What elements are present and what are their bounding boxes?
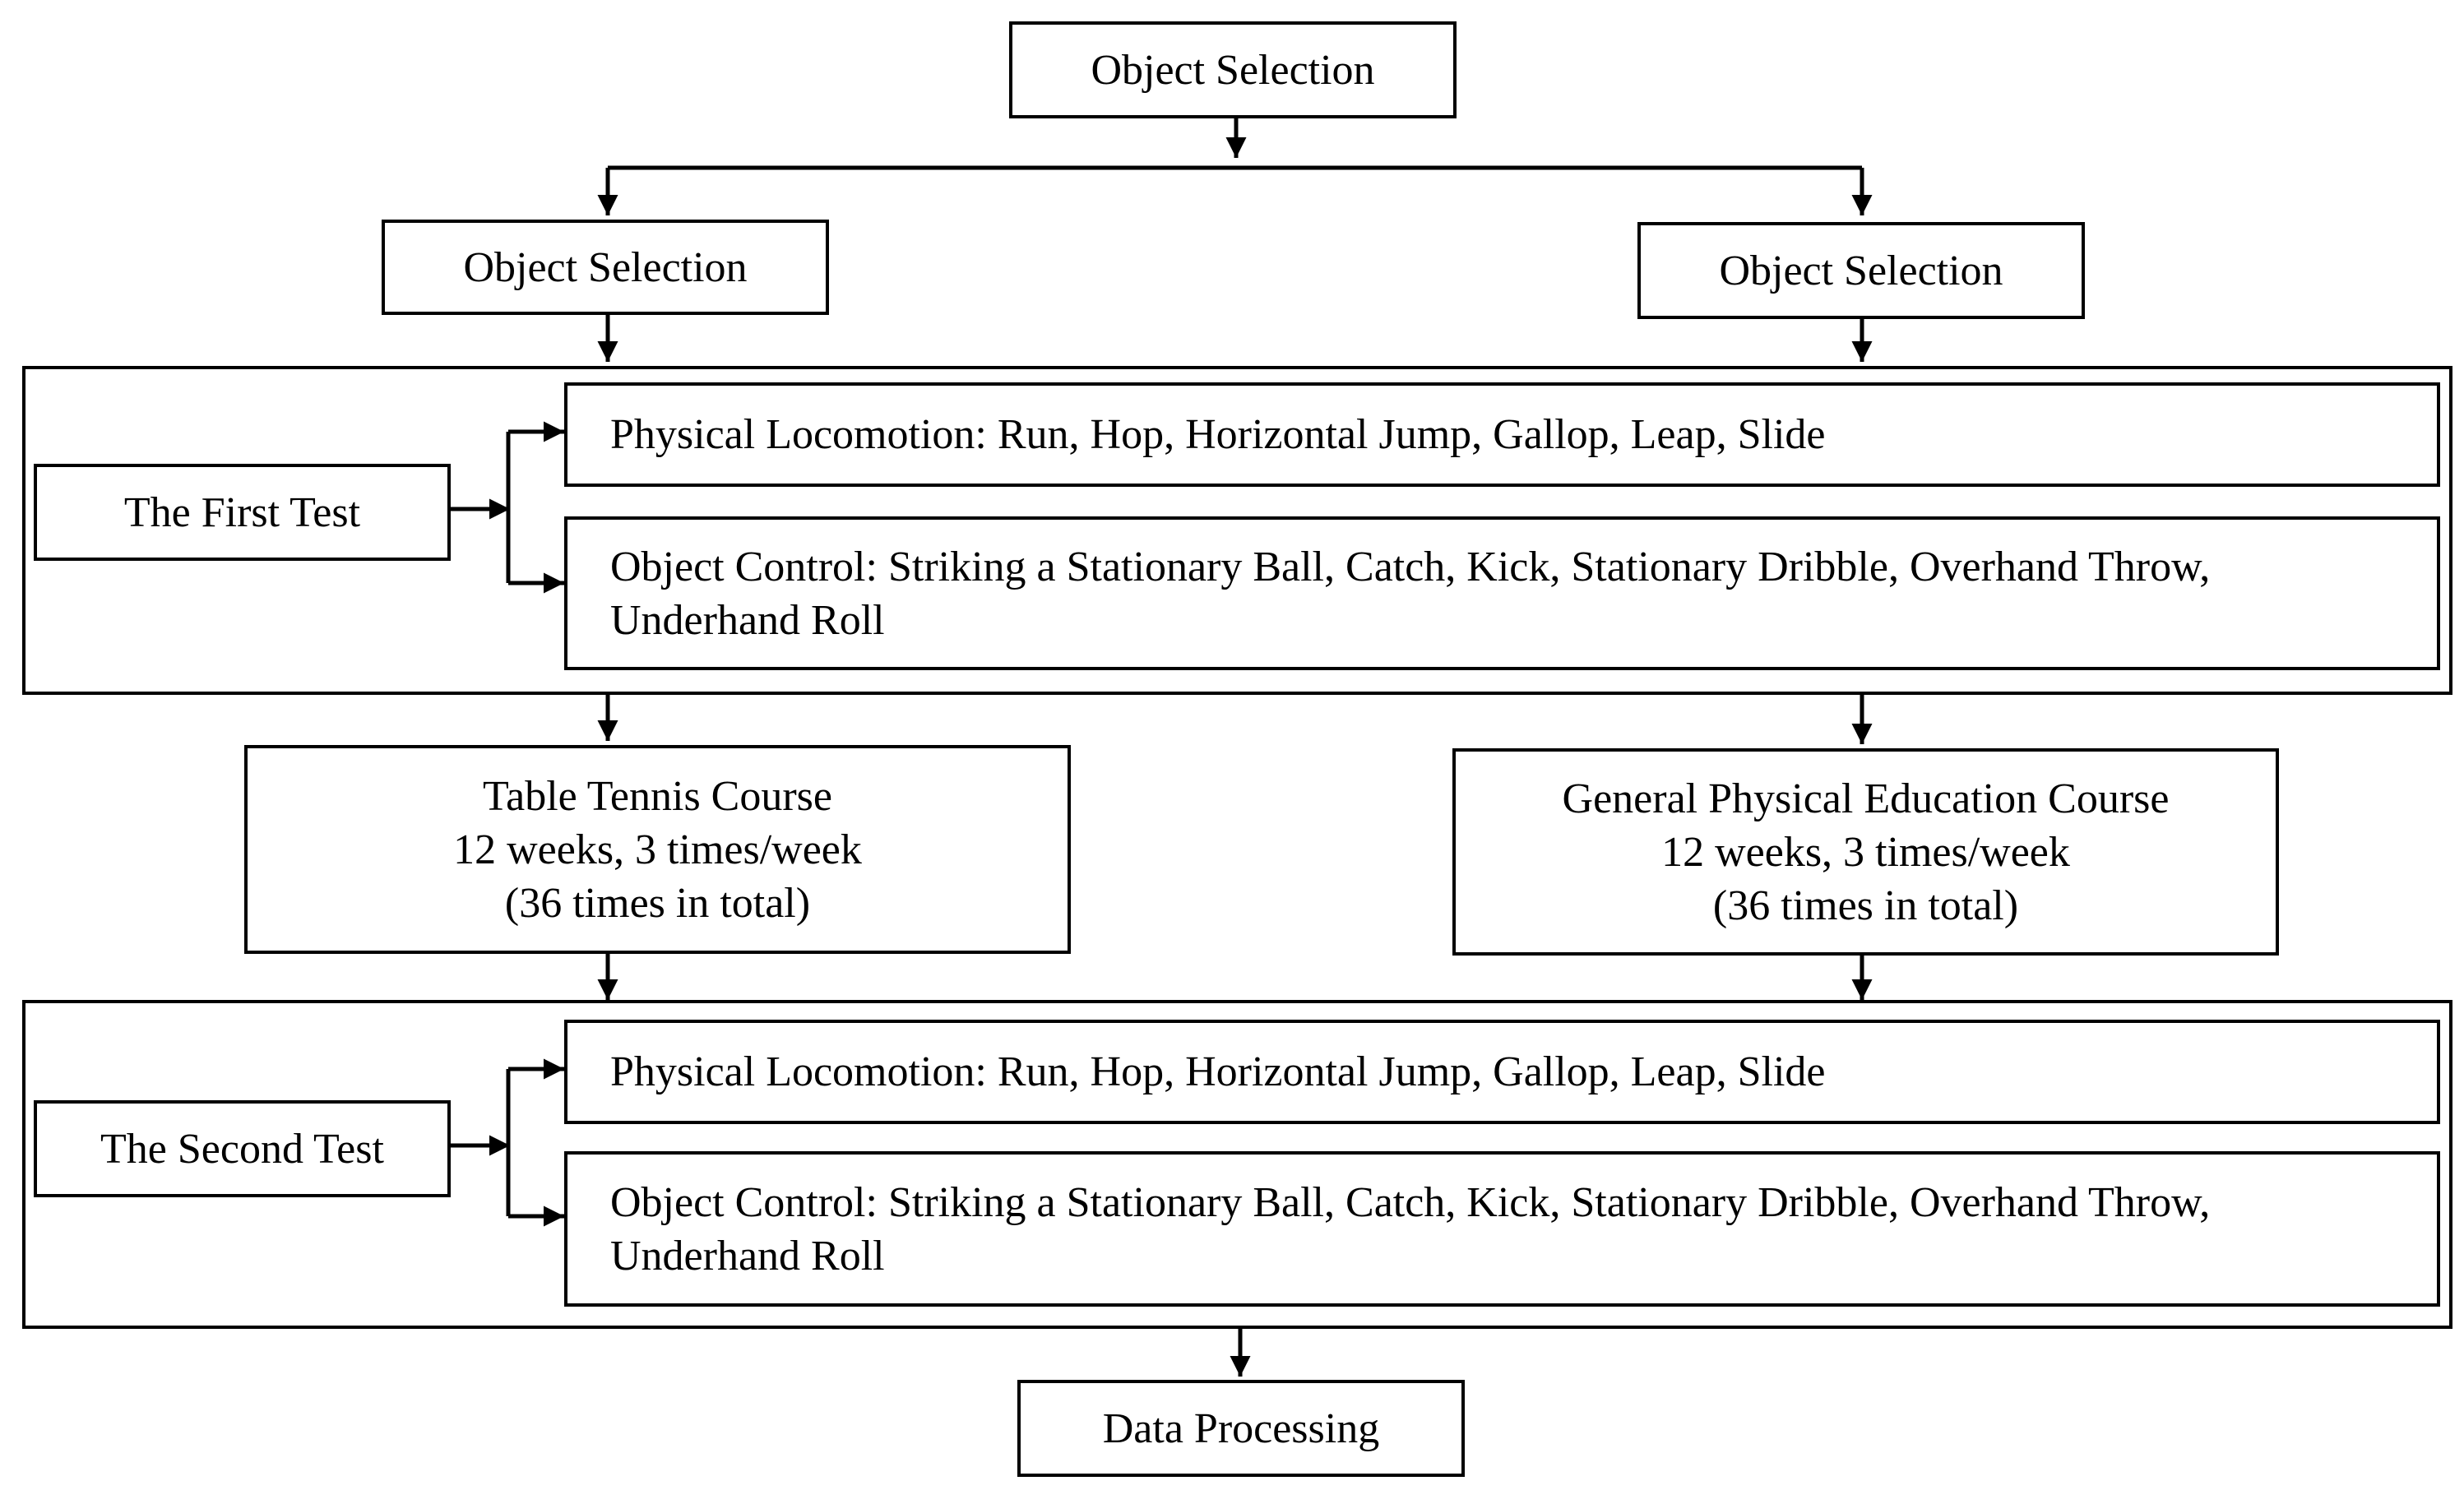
first-test-object-control-box: Object Control: Striking a Stationary Ba… [564,516,2440,670]
data-processing-box: Data Processing [1017,1380,1465,1477]
right-object-selection-box: Object Selection [1637,222,2085,319]
first-test-locomotion-text: Physical Locomotion: Run, Hop, Horizonta… [610,411,1826,458]
left-object-selection-box: Object Selection [382,220,829,315]
first-test-object-control-line1: Object Control: Striking a Stationary Ba… [610,543,2211,590]
general-pe-total: (36 times in total) [1712,882,2019,929]
top-object-selection-label: Object Selection [1091,46,1375,94]
first-test-label: The First Test [123,488,361,536]
second-test-locomotion-box: Physical Locomotion: Run, Hop, Horizonta… [564,1020,2440,1124]
top-object-selection-box: Object Selection [1009,21,1457,118]
second-test-object-control-text: Object Control: Striking a Stationary Ba… [610,1176,2210,1283]
first-test-frame [22,366,2452,695]
first-test-box: The First Test [34,464,451,561]
second-test-frame [22,1000,2452,1329]
general-pe-course-box: General Physical Education Course 12 wee… [1452,748,2279,956]
table-tennis-course-text: Table Tennis Course 12 weeks, 3 times/we… [453,770,862,930]
general-pe-course-text: General Physical Education Course 12 wee… [1563,772,2170,932]
second-test-locomotion-text: Physical Locomotion: Run, Hop, Horizonta… [610,1048,1826,1095]
second-test-box: The Second Test [34,1100,451,1197]
first-test-object-control-text: Object Control: Striking a Stationary Ba… [610,540,2210,647]
second-test-object-control-box: Object Control: Striking a Stationary Ba… [564,1151,2440,1307]
data-processing-label: Data Processing [1102,1405,1380,1452]
general-pe-title: General Physical Education Course [1562,775,2170,822]
general-pe-schedule: 12 weeks, 3 times/week [1661,828,2070,876]
first-test-locomotion-box: Physical Locomotion: Run, Hop, Horizonta… [564,382,2440,487]
first-test-object-control-line2: Underhand Roll [610,596,885,644]
right-object-selection-label: Object Selection [1719,247,2003,294]
second-test-object-control-line1: Object Control: Striking a Stationary Ba… [610,1178,2211,1226]
second-test-label: The Second Test [100,1125,384,1173]
table-tennis-title: Table Tennis Course [482,772,832,820]
table-tennis-schedule: 12 weeks, 3 times/week [453,826,862,873]
table-tennis-course-box: Table Tennis Course 12 weeks, 3 times/we… [244,745,1071,954]
table-tennis-total: (36 times in total) [504,879,811,927]
left-object-selection-label: Object Selection [463,243,748,291]
second-test-object-control-line2: Underhand Roll [610,1232,885,1280]
